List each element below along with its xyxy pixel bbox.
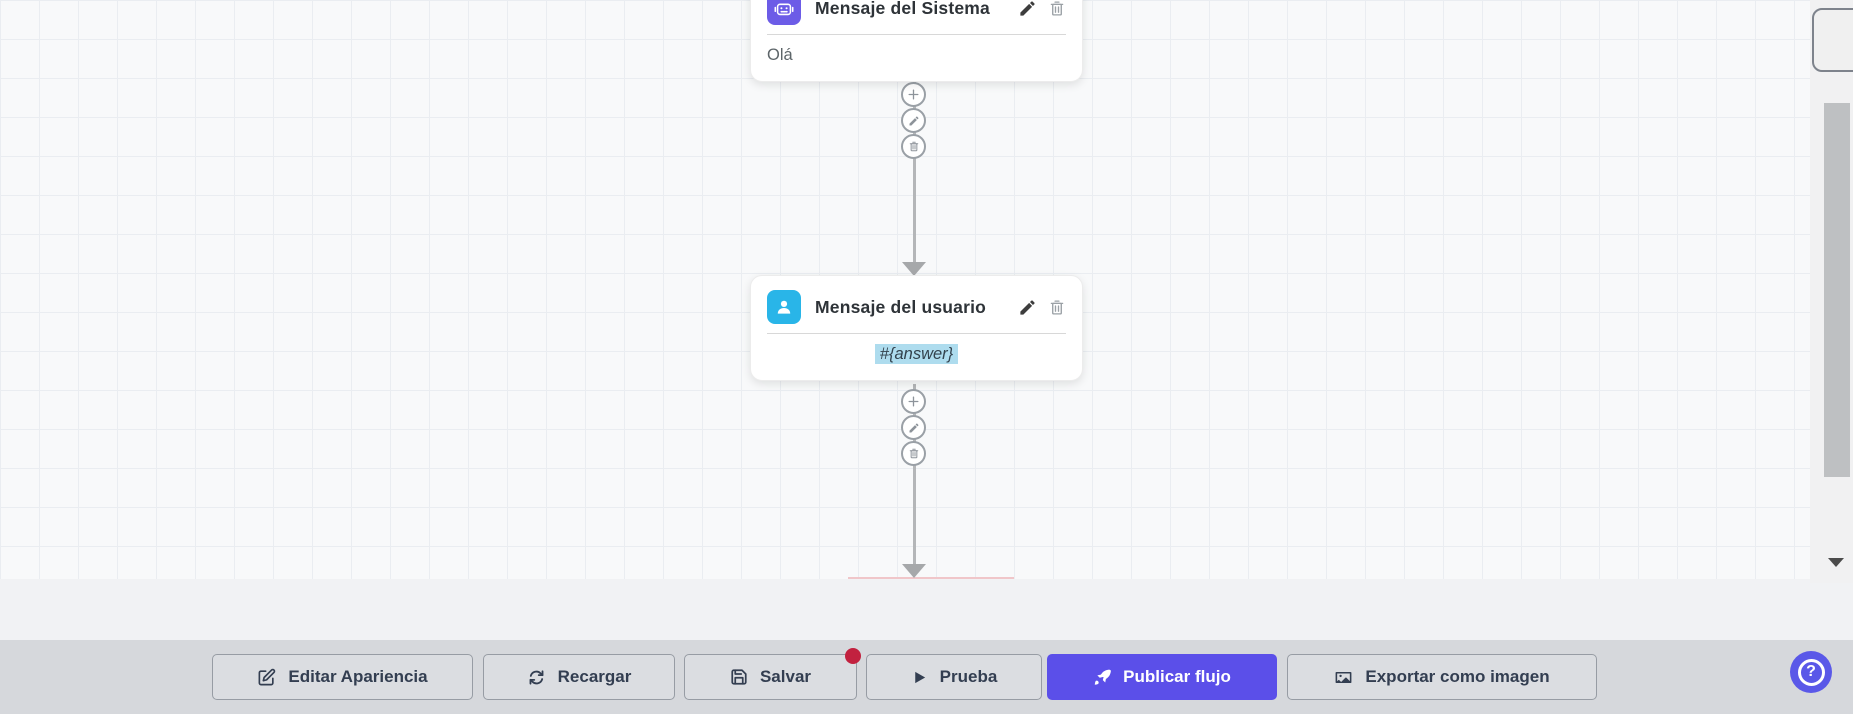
variable-chip[interactable]: #{answer} [874,344,959,364]
test-button[interactable]: Prueba [866,654,1042,700]
pencil-icon [909,115,919,125]
button-label: Exportar como imagen [1365,667,1550,686]
node-divider [767,333,1066,334]
plus-icon [908,396,919,407]
vertical-scrollbar[interactable] [1810,0,1853,583]
pencil-icon [909,422,919,432]
refresh-icon [529,669,544,685]
node-header: Mensaje del Sistema [767,0,1066,25]
node-divider [767,34,1066,35]
node-user-message[interactable]: Mensaje del usuario #{answer} [750,275,1083,381]
edit-node-icon[interactable] [1018,0,1037,18]
reload-button[interactable]: Recargar [483,654,675,700]
button-label: Prueba [939,667,998,686]
node-title: Mensaje del usuario [815,296,987,317]
button-label: Recargar [557,667,632,686]
help-label: ? [1806,663,1816,680]
connector-line [913,80,916,262]
user-icon [767,290,801,324]
node-header: Mensaje del usuario [767,290,1066,324]
publish-flow-button[interactable]: Publicar flujo [1047,654,1277,700]
connector-arrowhead-icon [902,564,926,578]
save-icon [731,669,747,685]
connector-line [913,384,916,564]
edit-connection-button[interactable] [901,108,926,133]
button-label: Publicar flujo [1123,667,1231,686]
save-button[interactable]: Salvar [684,654,857,700]
cutoff-side-panel[interactable] [1812,8,1853,72]
node-body-text[interactable]: Olá [767,46,793,64]
button-label: Salvar [759,667,812,686]
delete-node-icon[interactable] [1048,298,1066,317]
question-icon: ? [1797,658,1825,686]
image-icon [1335,671,1352,683]
next-node-peek-edge [848,577,1014,579]
scrollbar-thumb[interactable] [1824,103,1850,477]
plus-icon [908,89,919,100]
button-label: Editar Apariencia [288,667,428,686]
help-button[interactable]: ? [1790,651,1832,693]
add-node-button[interactable] [901,389,926,414]
node-body-text[interactable]: #{answer} [767,344,1066,365]
edit-appearance-button[interactable]: Editar Apariencia [212,654,473,700]
edit-node-icon[interactable] [1018,298,1037,317]
delete-connection-button[interactable] [901,134,926,159]
add-node-button[interactable] [901,82,926,107]
connector-arrowhead-icon [902,262,926,276]
edit-square-icon [258,668,276,685]
canvas-bottom-strip [0,579,1853,640]
trash-icon [909,448,918,459]
export-image-button[interactable]: Exportar como imagen [1287,654,1597,700]
node-title: Mensaje del Sistema [815,0,990,18]
robot-icon [767,0,801,25]
play-icon [914,671,925,683]
scrollbar-down-arrow-icon[interactable] [1828,558,1844,567]
trash-icon [909,141,918,152]
edit-connection-button[interactable] [901,415,926,440]
delete-connection-button[interactable] [901,441,926,466]
rocket-icon [1094,669,1112,685]
unsaved-changes-badge [845,648,861,664]
node-system-message[interactable]: Mensaje del Sistema Olá [750,0,1083,82]
delete-node-icon[interactable] [1048,0,1066,18]
